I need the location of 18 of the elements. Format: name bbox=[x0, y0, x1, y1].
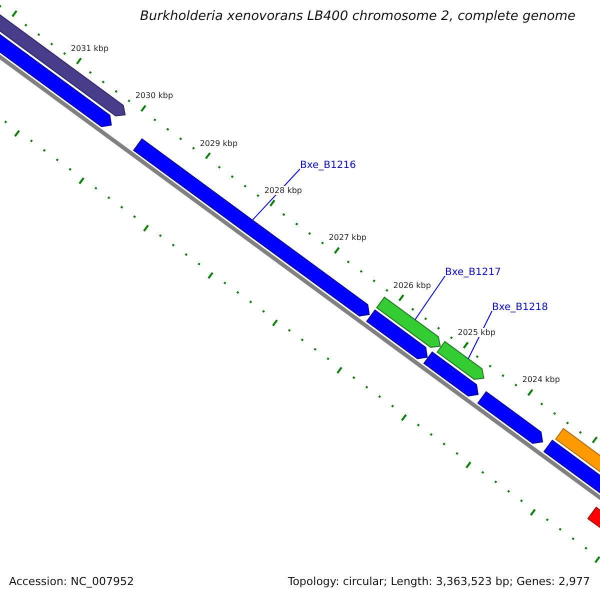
gene-feature bbox=[133, 138, 370, 317]
accession-text: Accession: NC_007952 bbox=[9, 575, 134, 588]
scale-label: 2030 kbp bbox=[135, 91, 174, 100]
genome-stats-text: Topology: circular; Length: 3,363,523 bp; Genes: 2,977 bbox=[288, 575, 590, 588]
gene-label: Bxe_B1218 bbox=[492, 302, 548, 313]
diagram-title: Burkholderia xenovorans LB400 chromosome 2, complete genome bbox=[140, 9, 576, 24]
scale-label: 2026 kbp bbox=[393, 280, 431, 290]
scale-label: 2028 kbp bbox=[264, 186, 302, 195]
gene-feature bbox=[436, 340, 484, 380]
leader-line bbox=[252, 168, 300, 221]
scale-label: 2025 kbp bbox=[458, 328, 496, 337]
scale-label: 2031 kbp bbox=[70, 44, 109, 53]
gene-label: Bxe_B1217 bbox=[445, 267, 501, 278]
scale-label: 2027 kbp bbox=[328, 233, 366, 242]
scale-label: 2029 kbp bbox=[200, 138, 238, 148]
gene-label: Bxe_B1216 bbox=[300, 160, 356, 171]
gene-feature bbox=[376, 296, 441, 348]
scale-label: 2024 kbp bbox=[522, 375, 560, 384]
